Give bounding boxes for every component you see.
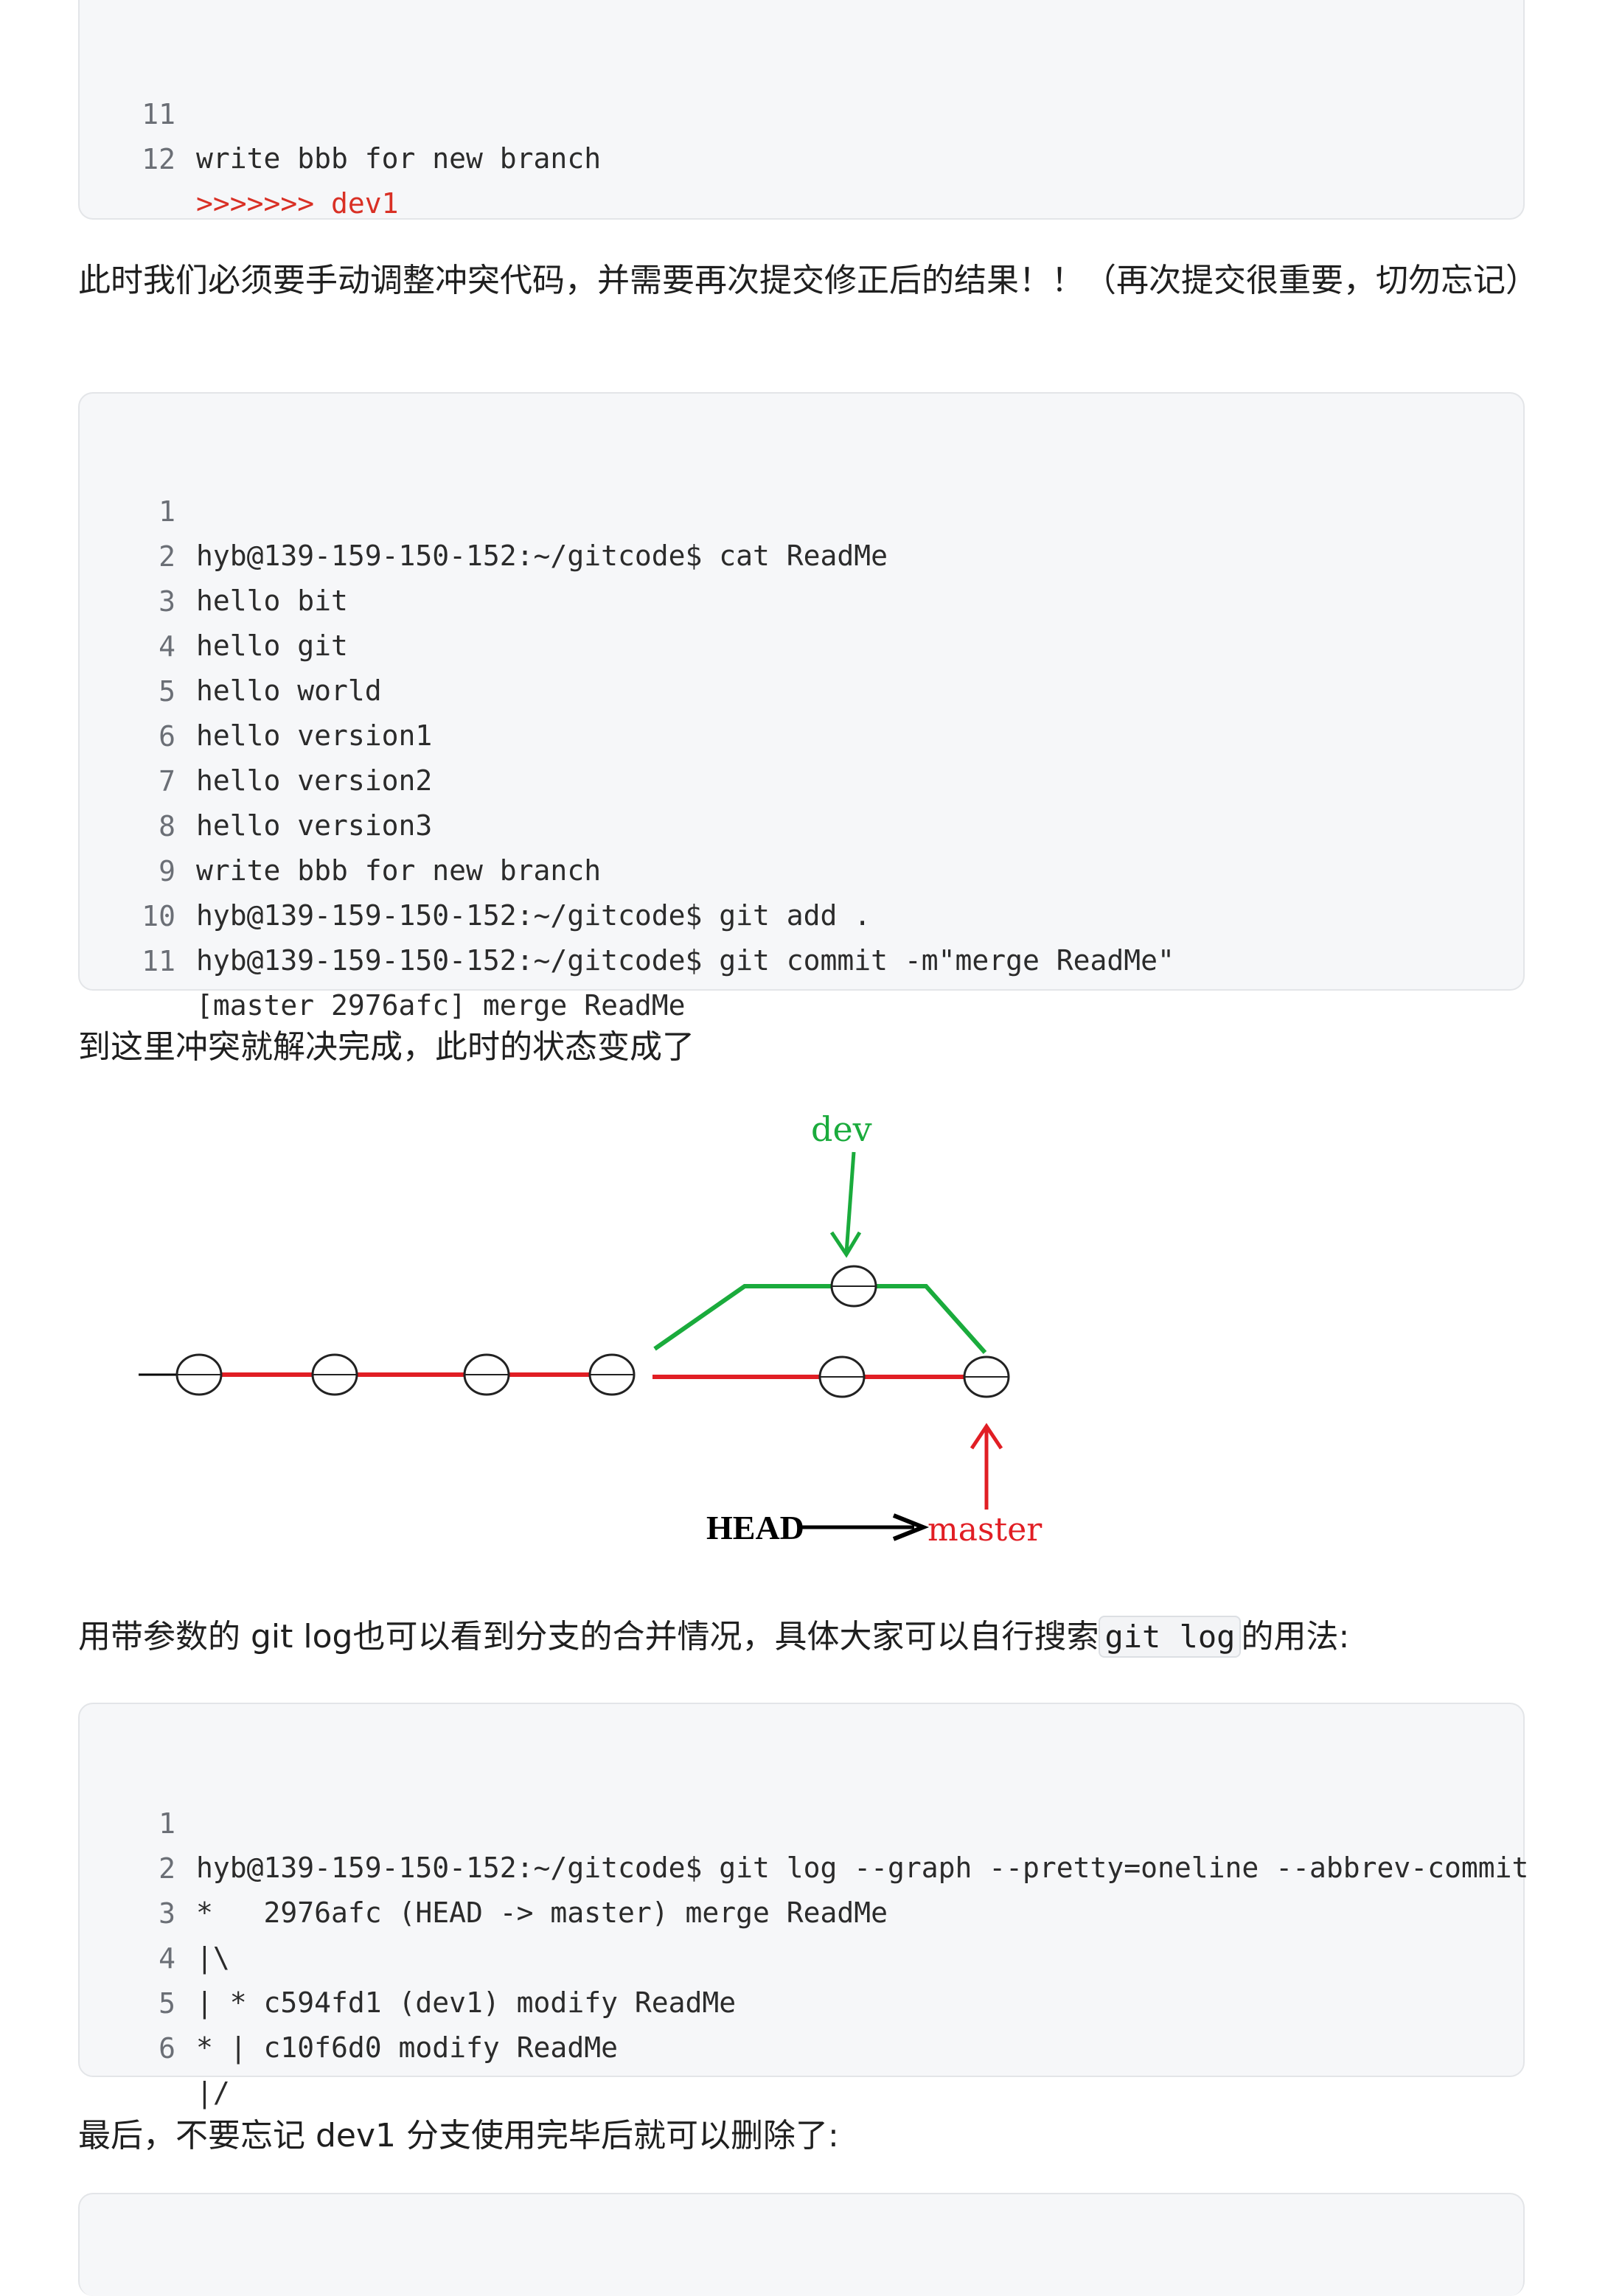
- code-line: 6 |/: [80, 1982, 230, 2109]
- dev-label: dev: [811, 1109, 872, 1149]
- code-line: 6 hello version2: [80, 670, 432, 797]
- code-line: 11 write bbb for new branch: [80, 48, 601, 175]
- code-text: hyb@139-159-150-152:~/gitcode$ cat ReadM…: [196, 540, 888, 572]
- line-number: 10: [142, 900, 175, 932]
- code-text: hello version1: [196, 719, 433, 752]
- code-text: hyb@139-159-150-152:~/gitcode$ git add .: [196, 899, 871, 932]
- code-text: hello version3: [196, 809, 433, 842]
- code-line: 1 hyb@139-159-150-152:~/gitcode$ git log…: [80, 1757, 1528, 1884]
- code-line: 1 hyb@139-159-150-152:~/gitcode$ cat Rea…: [80, 445, 888, 572]
- commit-node: [175, 1353, 223, 1396]
- paragraph-resolved: 到这里冲突就解决完成，此时的状态变成了: [78, 1028, 695, 1066]
- code-line: 2 hello bit: [80, 490, 348, 617]
- line-number: 6: [159, 720, 175, 753]
- dev-pointer-arrow: [844, 1151, 856, 1254]
- line-number: 5: [159, 675, 175, 708]
- code-block-merge-conflict: 11 write bbb for new branch 12 >>>>>>> d…: [78, 0, 1525, 220]
- master-label: master: [927, 1511, 1043, 1549]
- code-text: |\: [196, 1941, 230, 1974]
- code-line: 5 hello version1: [80, 625, 432, 752]
- line-number: 3: [159, 585, 175, 618]
- inline-code-git-log: git log: [1099, 1616, 1242, 1658]
- code-line: 2 * 2976afc (HEAD -> master) merge ReadM…: [80, 1802, 888, 1929]
- line-number: 6: [159, 2032, 175, 2065]
- paragraph-delete-branch: 最后，不要忘记 dev1 分支使用完毕后就可以删除了:: [78, 2117, 839, 2154]
- commit-node: [463, 1353, 510, 1396]
- code-text: | * c594fd1 (dev1) modify ReadMe: [196, 1986, 737, 2019]
- line-number: 1: [159, 495, 175, 528]
- dev-branch-line: [653, 1284, 832, 1351]
- code-text: |/: [196, 2076, 230, 2109]
- paragraph-text: 的用法:: [1241, 1618, 1350, 1655]
- code-block-git-log-graph: 1 hyb@139-159-150-152:~/gitcode$ git log…: [78, 1703, 1528, 2109]
- line-number: 11: [142, 945, 175, 977]
- head-label: HEAD: [706, 1509, 804, 1546]
- code-line: 3 hello git: [80, 535, 348, 662]
- code-text: hello bit: [196, 585, 348, 617]
- code-text: write bbb for new branch: [196, 854, 602, 887]
- paragraph-text: 用带参数的 git log也可以看到分支的合并情况，具体大家可以自行搜索: [78, 1618, 1099, 1655]
- line-number: 1: [159, 1807, 175, 1840]
- line-number: 9: [159, 855, 175, 887]
- code-line: 4 | * c594fd1 (dev1) modify ReadMe: [80, 1892, 736, 2019]
- commit-node: [818, 1355, 866, 1398]
- code-text: hello world: [196, 674, 382, 707]
- code-text: hello version2: [196, 764, 433, 797]
- line-number: 2: [159, 1852, 175, 1885]
- commit-node: [311, 1353, 358, 1396]
- paragraph-fix-conflict: 此时我们必须要手动调整冲突代码，并需要再次提交修正后的结果！！（再次提交很重要，…: [78, 262, 1538, 299]
- code-text: write bbb for new branch: [196, 142, 602, 175]
- code-line: 8 write bbb for new branch: [80, 760, 601, 887]
- code-line: 4 hello world: [80, 580, 382, 707]
- code-text: * 2976afc (HEAD -> master) merge ReadMe: [196, 1897, 888, 1929]
- code-line: 11 [master 2976afc] merge ReadMe: [80, 895, 685, 1022]
- code-line: 5 * | c10f6d0 modify ReadMe: [80, 1937, 618, 2064]
- code-line: 9 hyb@139-159-150-152:~/gitcode$ git add…: [80, 805, 871, 932]
- line-number: 4: [159, 630, 175, 663]
- code-line: 7 hello version3: [80, 715, 432, 842]
- commit-node: [588, 1353, 636, 1396]
- line-number: 7: [159, 765, 175, 798]
- code-line: 10 hyb@139-159-150-152:~/gitcode$ git co…: [80, 850, 1174, 977]
- line-number: 5: [159, 1987, 175, 2020]
- line-number: 12: [142, 143, 175, 175]
- code-text-conflict-marker: >>>>>>> dev1: [196, 187, 399, 220]
- commit-node-dev: [830, 1265, 877, 1308]
- code-block-commit: 1 hyb@139-159-150-152:~/gitcode$ cat Rea…: [78, 392, 1525, 1022]
- commit-node-merge: [963, 1355, 1010, 1398]
- code-text: hyb@139-159-150-152:~/gitcode$ git log -…: [196, 1852, 1529, 1884]
- line-number: 8: [159, 810, 175, 842]
- code-line: 3 |\: [80, 1847, 230, 1974]
- code-line: 12 >>>>>>> dev1: [80, 93, 398, 220]
- code-text: hello git: [196, 629, 348, 662]
- line-number: 3: [159, 1897, 175, 1930]
- dev-branch-line: [876, 1284, 987, 1354]
- line-number: 2: [159, 540, 175, 573]
- line-number: 4: [159, 1942, 175, 1975]
- code-block-next: [78, 2193, 1525, 2296]
- line-number: 11: [142, 98, 175, 130]
- code-text: [master 2976afc] merge ReadMe: [196, 989, 686, 1022]
- code-text: hyb@139-159-150-152:~/gitcode$ git commi…: [196, 944, 1174, 977]
- code-text: * | c10f6d0 modify ReadMe: [196, 2031, 618, 2064]
